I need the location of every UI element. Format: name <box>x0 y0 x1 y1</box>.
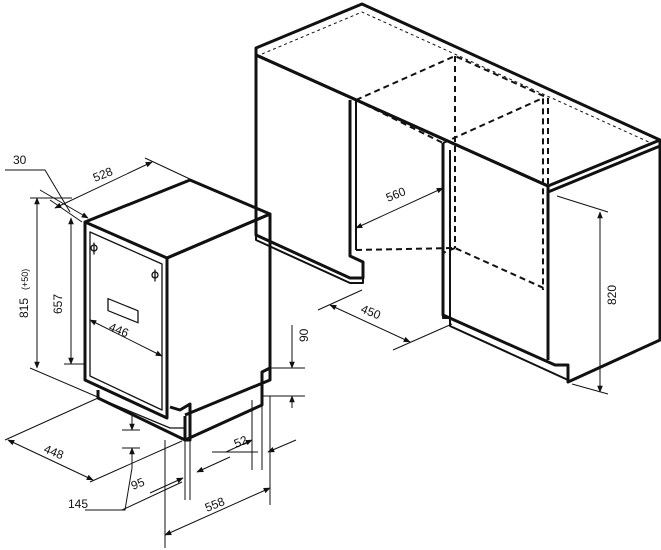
label-446: 446 <box>107 320 131 341</box>
dimension-labels: 30 528 815 (+50) 657 446 90 448 52 95 14… <box>13 153 619 515</box>
dimension-lines <box>4 157 609 548</box>
label-815: 815 <box>17 298 31 318</box>
kitchen-cabinet <box>254 2 661 384</box>
label-145: 145 <box>68 497 88 511</box>
dishwasher <box>83 178 272 442</box>
label-52: 52 <box>232 433 250 451</box>
label-820: 820 <box>605 285 619 305</box>
label-815-extra: (+50) <box>20 269 30 290</box>
label-450: 450 <box>359 302 383 323</box>
label-558: 558 <box>203 494 227 515</box>
label-95: 95 <box>129 475 147 493</box>
label-90: 90 <box>297 328 311 342</box>
control-panel <box>107 297 139 324</box>
label-560: 560 <box>384 184 408 205</box>
label-448: 448 <box>42 442 66 463</box>
label-657: 657 <box>51 294 65 314</box>
label-30: 30 <box>13 153 27 167</box>
